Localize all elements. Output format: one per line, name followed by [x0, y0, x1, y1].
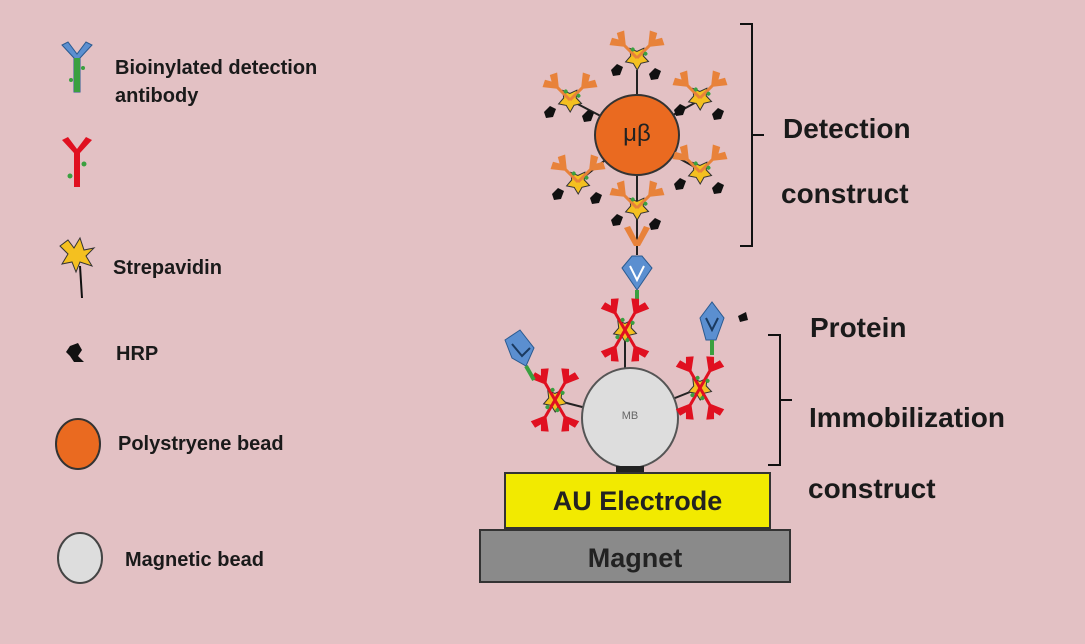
legend-hrp-label: HRP: [116, 343, 159, 365]
legend-streptavidin-icon: [59, 236, 96, 299]
legend-capture-antibody-icon: [62, 137, 92, 187]
hrp-icon: [712, 182, 724, 194]
au-electrode: [504, 472, 771, 529]
legend-detection-antibody-label-line2: antibody: [115, 85, 199, 107]
protein-label: Protein: [810, 312, 907, 343]
hrp-icon: [649, 68, 661, 80]
capture-antibody-icon: [623, 298, 650, 331]
hrp-icon: [544, 106, 556, 118]
hrp-icon: [712, 108, 724, 120]
capture-antibody-icon: [553, 368, 580, 401]
legend-detection-antibody-icon: [61, 41, 93, 93]
free-detection-antibody-right: [699, 301, 725, 355]
orange-antibody-icon: [672, 144, 702, 174]
legend-magnetic-bead-label: Magnetic bead: [125, 549, 264, 571]
free-hrp-icon: [738, 312, 748, 322]
detection-construct-label-line2: construct: [781, 178, 909, 209]
magnet: [479, 529, 791, 583]
immobilization-construct-label-line1: Immobilization: [809, 402, 1005, 433]
legend-streptavidin-label: Strepavidin: [113, 257, 222, 279]
orange-antibody-icon: [542, 72, 572, 102]
immobilization-streptavidin-units: [530, 298, 725, 432]
orange-antibody-icon: [698, 144, 728, 174]
orange-antibody-icon: [609, 30, 639, 60]
capture-antibody-icon: [623, 329, 650, 362]
legend-polystyrene-bead-label: Polystryene bead: [118, 433, 284, 455]
detection-construct-label-line1: Detection: [783, 113, 911, 144]
legend-polystyrene-bead-icon: [55, 418, 101, 470]
capture-antibody-icon: [600, 298, 627, 331]
immobilization-construct-label-line2: construct: [808, 473, 936, 504]
capture-antibody-icon: [698, 356, 725, 389]
magnetic-bead-label: MB: [621, 410, 639, 422]
orange-antibody-icon: [635, 30, 665, 60]
orange-antibody-icon: [672, 70, 702, 100]
capture-antibody-icon: [698, 387, 725, 420]
orange-antibody-icon: [698, 70, 728, 100]
capture-antibody-icon: [553, 399, 580, 432]
detection-bracket: [740, 23, 764, 247]
orange-antibody-icon: [568, 72, 598, 102]
capture-antibody-icon: [675, 356, 702, 389]
orange-antibody-icon: [609, 180, 639, 210]
hrp-icon: [674, 178, 686, 190]
orange-antibody-icon: [550, 154, 580, 184]
capture-antibody-icon: [675, 387, 702, 420]
linking-detection-antibody: [621, 226, 653, 305]
hrp-icon: [582, 110, 594, 122]
legend-detection-antibody-label-line1: Bioinylated detection: [115, 57, 318, 79]
magnet-label: Magnet: [587, 543, 683, 573]
bead-contact: [616, 466, 644, 472]
hrp-icon: [674, 104, 686, 116]
legend-hrp-icon: [66, 343, 84, 362]
polystyrene-bead-label: μβ: [623, 120, 651, 147]
hrp-icon: [649, 218, 661, 230]
orange-antibody-icon: [576, 154, 606, 184]
capture-antibody-icon: [600, 329, 627, 362]
hrp-icon: [552, 188, 564, 200]
polystyrene-bead: [594, 94, 680, 176]
au-electrode-label: AU Electrode: [552, 486, 723, 516]
capture-antibody-icon: [530, 368, 557, 401]
capture-antibody-icon: [530, 399, 557, 432]
hrp-icon: [590, 192, 602, 204]
legend-magnetic-bead-icon: [57, 532, 103, 584]
orange-antibody-icon: [635, 180, 665, 210]
detection-streptavidin-units: [542, 30, 728, 230]
free-detection-antibody-left: [504, 329, 536, 381]
immobilization-bracket: [768, 334, 792, 466]
hrp-icon: [611, 64, 623, 76]
hrp-icon: [611, 214, 623, 226]
